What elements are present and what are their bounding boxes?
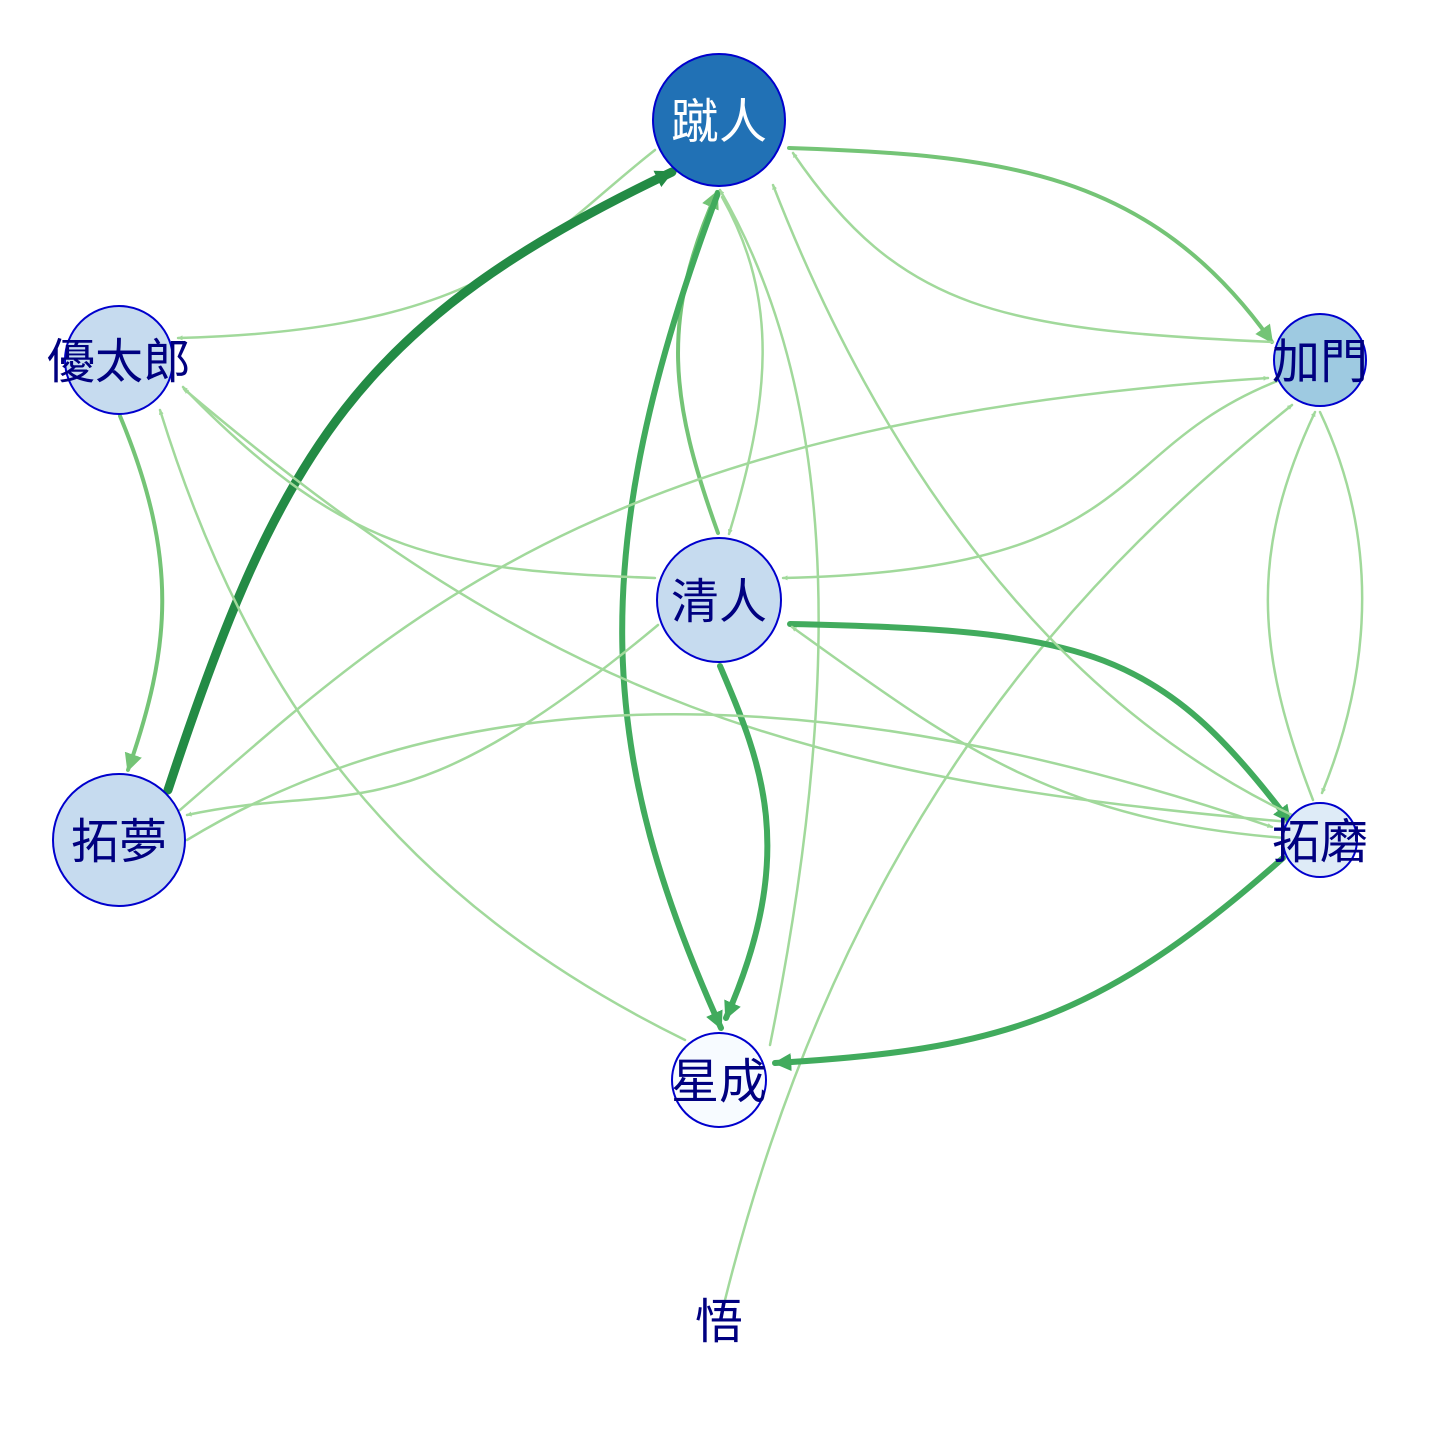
node-label-kiyoto: 清人 [671,574,767,630]
node-label-keito: 蹴人 [671,94,767,150]
node-takuma: 拓磨 [1272,802,1368,878]
node-label-satoru: 悟 [695,1294,743,1350]
node-seina: 星成 [671,1032,767,1128]
node-label-takuma: 拓磨 [1272,814,1368,870]
edge-takuma-to-seina [772,855,1286,1072]
node-satoru: 悟 [695,1294,743,1350]
edge-keito-to-kiyoto [720,195,764,536]
node-label-kado: 加門 [1272,334,1368,390]
edge-kado-to-kiyoto [781,378,1282,581]
edge-yutaro-to-takumu [118,414,165,772]
node-circle-yutaro [64,305,174,415]
edge-kiyoto-to-yutaro [181,385,657,580]
edge-keito-to-kado [787,146,1274,344]
node-kiyoto: 清人 [656,537,782,663]
edge-takuma-to-kiyoto [790,625,1287,840]
node-label-takumu: 拓夢 [71,814,167,870]
edge-kiyoto-to-takuma [787,621,1293,825]
node-kado: 加門 [1272,313,1368,407]
edge-takumu-to-kado [178,375,1270,812]
edge-takumu-to-takuma [185,713,1274,842]
edge-seina-to-keito [718,188,820,1047]
edge-takuma-to-kado [1266,410,1317,802]
node-circle-takuma [1282,802,1358,878]
node-circle-kado [1273,313,1367,407]
node-label-seina: 星成 [671,1054,767,1110]
edge-satoru-to-kado [723,403,1294,1302]
edge-kiyoto-to-seina [717,663,771,1021]
node-yutaro: 優太郎 [47,305,191,415]
node-takumu: 拓夢 [52,773,186,907]
edges-layer [118,146,1364,1302]
edge-kiyoto-to-takumu [185,623,660,817]
node-label-yutaro: 優太郎 [47,334,191,390]
edge-kado-to-keito [791,151,1275,344]
edge-keito-to-seina [619,190,724,1031]
node-circle-takumu [52,773,186,907]
node-circle-seina [671,1032,767,1128]
node-circle-kiyoto [656,537,782,663]
edge-kado-to-takuma [1318,410,1364,795]
node-keito: 蹴人 [652,53,786,187]
node-circle-keito [652,53,786,187]
edge-takumu-to-keito [163,167,677,795]
edge-keito-to-yutaro [176,148,657,341]
edge-takuma-to-keito [771,183,1294,817]
edge-seina-to-yutaro [158,408,687,1042]
